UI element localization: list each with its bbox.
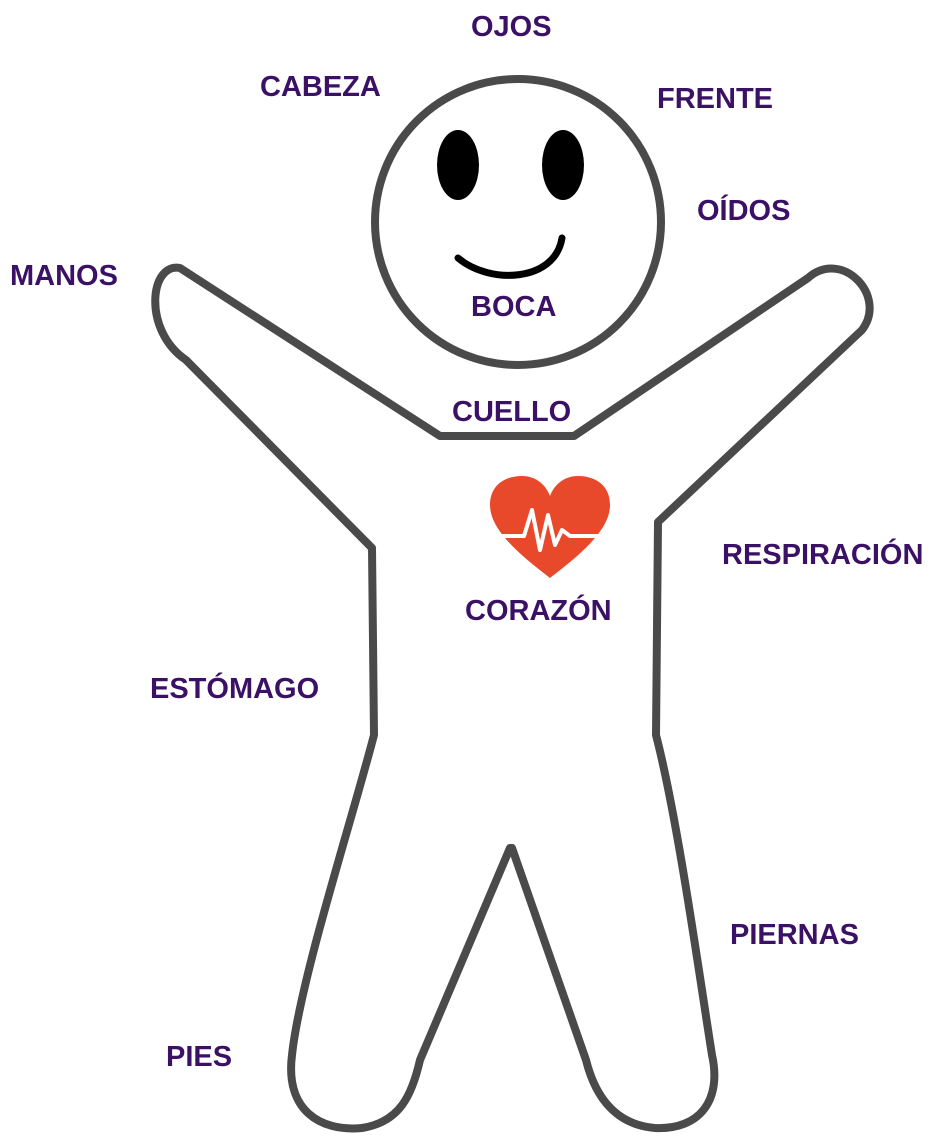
body-outline	[151, 263, 874, 1133]
mouth-smile	[454, 234, 566, 279]
label-cuello: CUELLO	[452, 396, 572, 428]
left-eye	[437, 130, 479, 200]
label-estomago: ESTÓMAGO	[150, 673, 320, 705]
label-respiracion: RESPIRACIÓN	[722, 539, 924, 571]
label-manos: MANOS	[10, 260, 118, 292]
label-pies: PIES	[166, 1041, 233, 1073]
label-ojos: OJOS	[471, 11, 552, 43]
label-corazon: CORAZÓN	[465, 595, 612, 627]
label-frente: FRENTE	[657, 83, 773, 115]
label-boca: BOCA	[471, 291, 557, 323]
label-oidos: OÍDOS	[697, 195, 791, 227]
label-piernas: PIERNAS	[730, 919, 859, 951]
right-eye	[542, 130, 584, 200]
label-cabeza: CABEZA	[260, 71, 381, 103]
heart-pulse-icon	[490, 476, 610, 578]
